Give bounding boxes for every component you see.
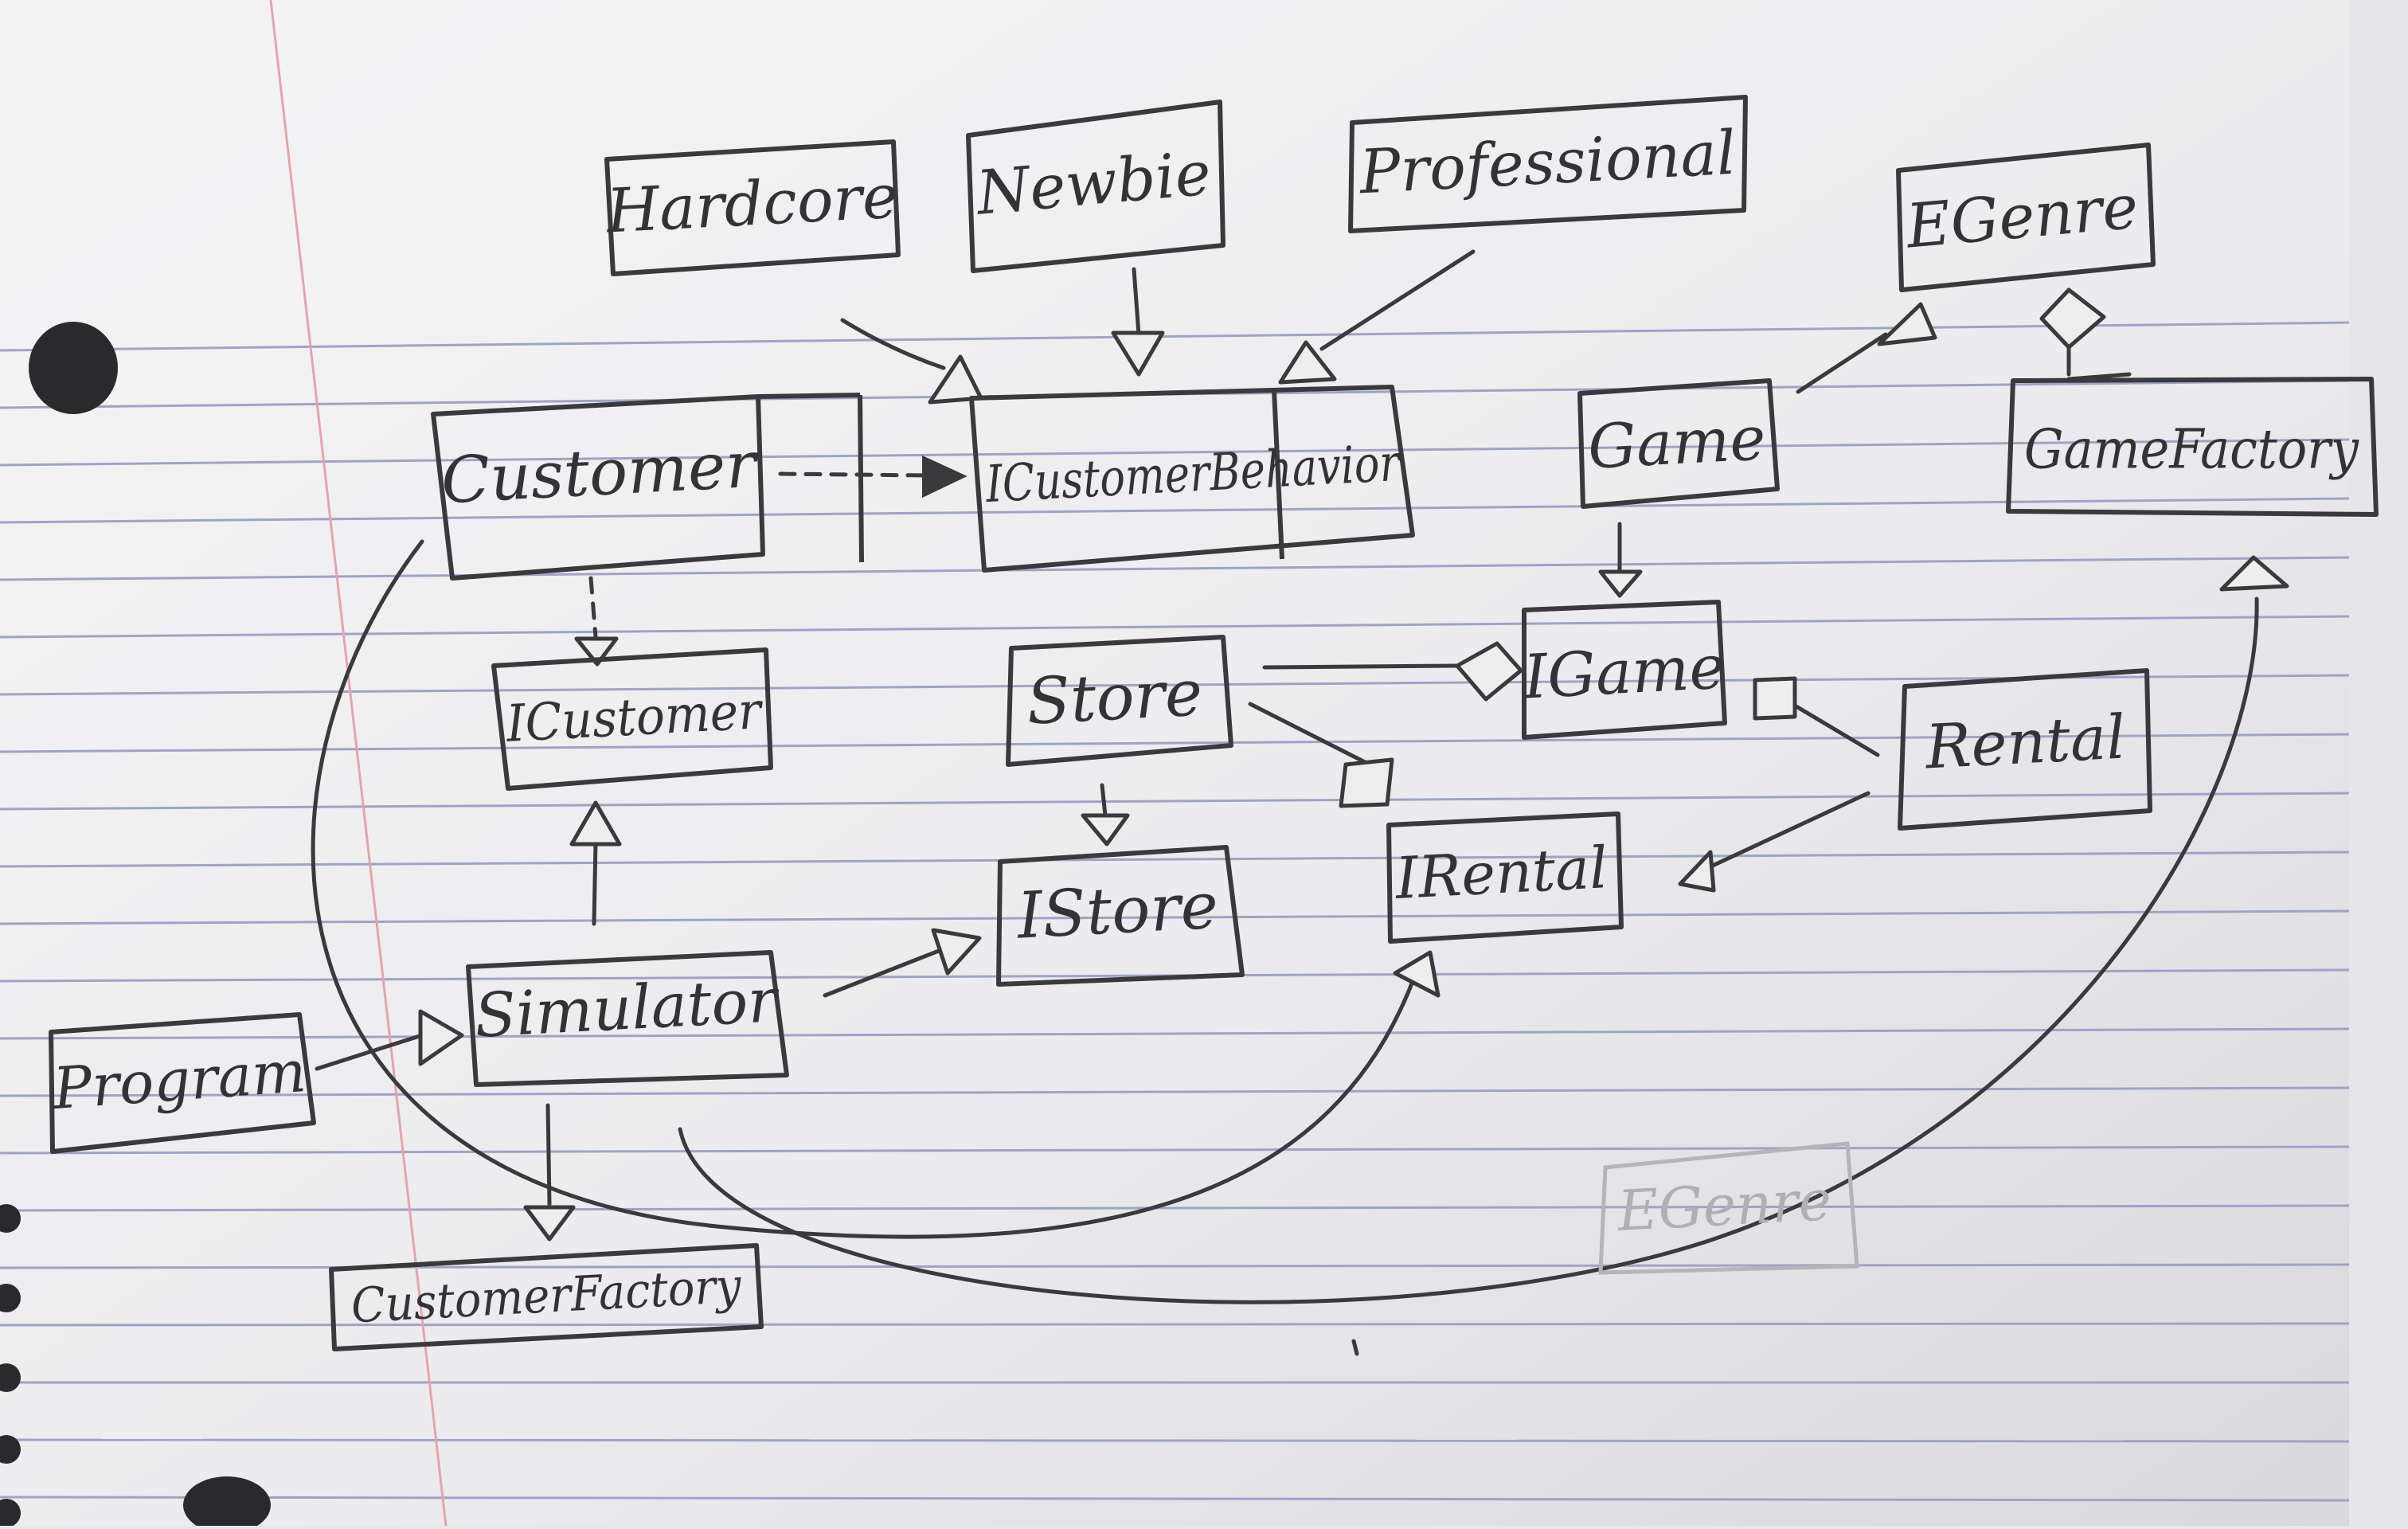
node-customer: Customer — [431, 393, 864, 581]
node-igame: IGame — [1520, 600, 1727, 740]
node-gamefactory: GameFactory — [2006, 377, 2379, 517]
label-igame: IGame — [1520, 631, 1726, 712]
label-simulator: Simulator — [473, 964, 782, 1051]
node-istore: IStore — [996, 845, 1245, 987]
label-store: Store — [1025, 655, 1204, 738]
edge-customer-icustomer — [588, 576, 598, 639]
node-irental: IRental — [1386, 811, 1624, 944]
label-hardcore: Hardcore — [603, 160, 899, 246]
label-istore: IStore — [1014, 868, 1220, 952]
edges — [311, 249, 2289, 1356]
background-strip — [2349, 0, 2408, 1526]
label-icustomer: ICustomer — [504, 682, 765, 754]
binder-holes — [0, 322, 271, 1529]
edge-program-simulator — [315, 1033, 424, 1071]
node-simulator: Simulator — [466, 950, 789, 1087]
node-egenre-faint: EGenre — [1598, 1141, 1859, 1275]
edge-store-istore — [1100, 783, 1108, 818]
edge-customer-icustomerbehavior — [778, 471, 930, 478]
edge-customer-irental — [311, 539, 1420, 1239]
edge-rental-igame — [1792, 703, 1880, 757]
label-gamefactory: GameFactory — [2024, 419, 2359, 482]
edge-simulator-istore — [823, 947, 945, 998]
ruled-lines — [0, 321, 2350, 1502]
edge-store-irental — [1248, 702, 1372, 767]
edge-simulator-gamefactory — [678, 596, 2259, 1304]
edge-rental-irental — [1702, 791, 1870, 872]
edge-store-igame — [1262, 663, 1460, 670]
node-store: Store — [1006, 635, 1233, 767]
edge-professional-icustomerbehavior — [1319, 249, 1476, 351]
edge-hardcore-icustomerbehavior — [840, 318, 946, 370]
label-irental: IRental — [1392, 834, 1609, 912]
node-icustomer: ICustomer — [491, 647, 773, 791]
margin-line — [269, 0, 448, 1527]
node-game: Game — [1577, 378, 1780, 509]
edge-newbie-icustomerbehavior — [1132, 267, 1141, 337]
paper-sheet — [0, 0, 2349, 1526]
label-customer: Customer — [440, 427, 762, 518]
edge-game-egenre — [1796, 332, 1888, 394]
node-rental: Rental — [1898, 668, 2152, 831]
label-egenre-faint: EGenre — [1615, 1167, 1833, 1244]
edge-simulator-icustomer — [592, 839, 598, 926]
label-game: Game — [1586, 402, 1767, 483]
node-hardcore: Hardcore — [603, 139, 901, 276]
label-rental: Rental — [1922, 701, 2128, 782]
